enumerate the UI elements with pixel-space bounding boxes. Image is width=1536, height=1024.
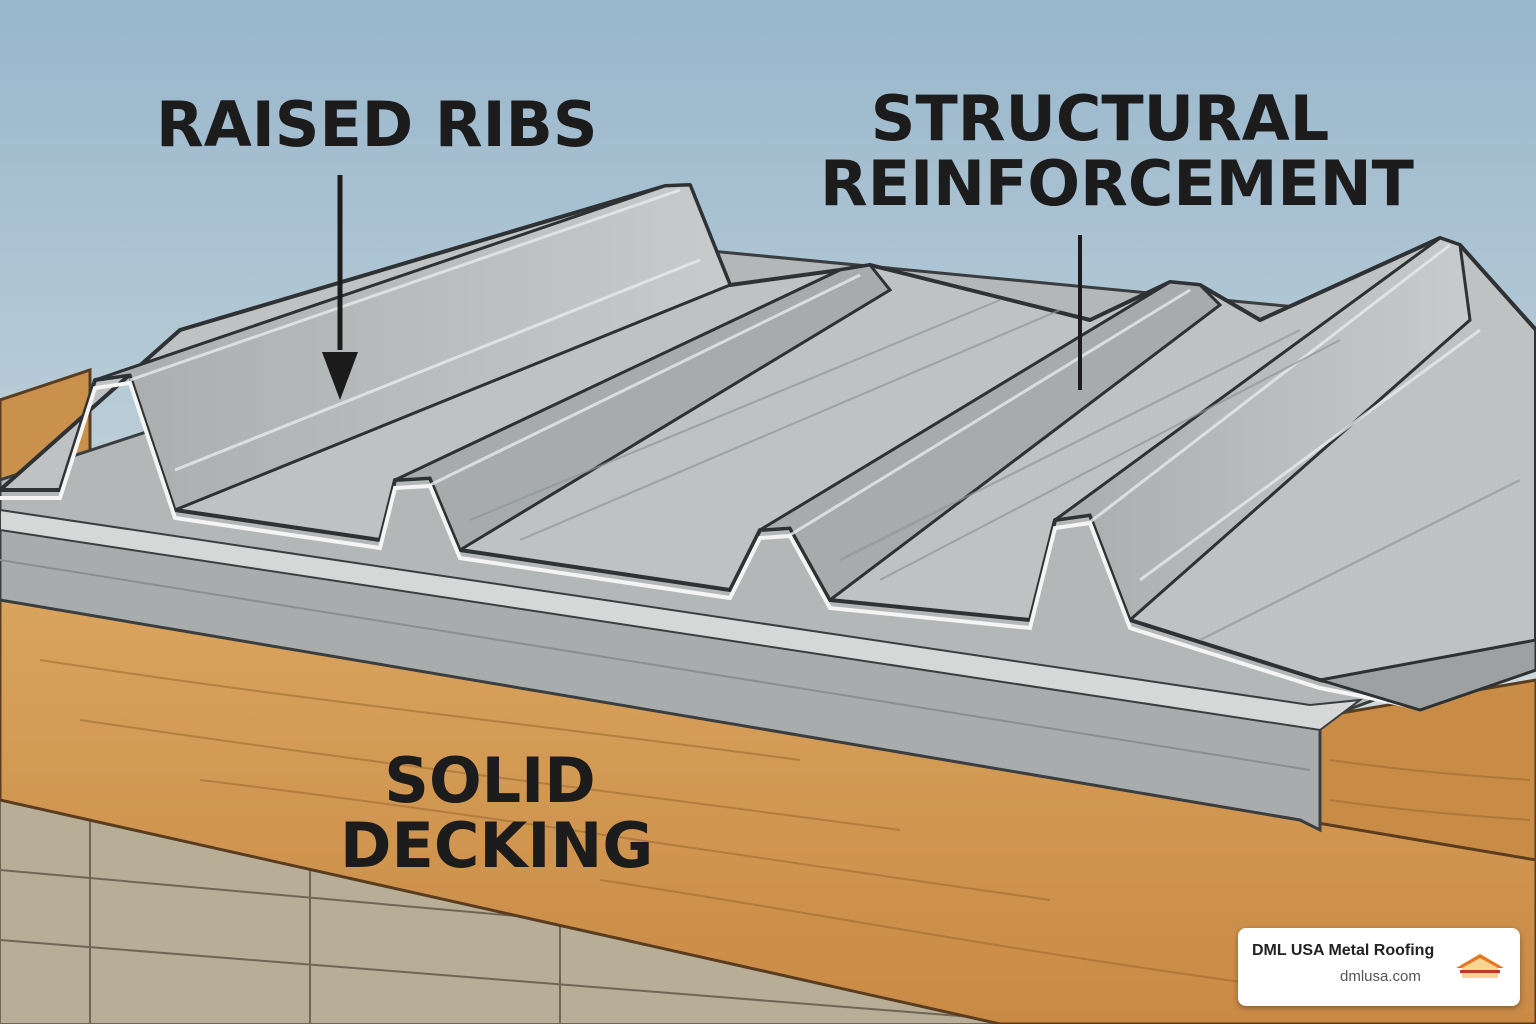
- corrugated-panel: [0, 183, 1536, 712]
- brand-url[interactable]: dmlusa.com: [1340, 968, 1421, 985]
- structural-reinforcement-label: STRUCTURAL REINFORCEMENT: [820, 82, 1414, 221]
- decking-label-line1: SOLID: [384, 744, 596, 817]
- structural-label-line2: REINFORCEMENT: [820, 147, 1414, 221]
- brand-name: DML USA Metal Roofing: [1252, 942, 1435, 959]
- decking-label-line2: DECKING: [340, 809, 654, 883]
- metal-flashing: [0, 508, 1364, 833]
- brand-card[interactable]: DML USA Metal Roofing dmlusa.com: [1238, 928, 1520, 1006]
- wood-beam: [0, 598, 1536, 1024]
- raised-ribs-label: RAISED RIBS: [156, 88, 598, 161]
- raised-ribs-arrow: [322, 175, 358, 400]
- structural-label-line1: STRUCTURAL: [870, 82, 1330, 155]
- solid-decking-label: SOLID DECKING: [340, 744, 654, 883]
- roof-logo-icon: [1456, 954, 1504, 978]
